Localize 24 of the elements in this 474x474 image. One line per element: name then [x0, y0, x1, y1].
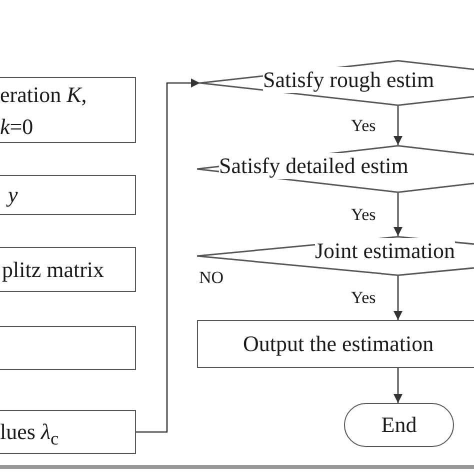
arrow [393, 193, 403, 236]
process-box [0, 410, 136, 454]
edge-label: Yes [351, 206, 376, 224]
node-text: Output the estimation [243, 330, 434, 358]
arrow [136, 78, 200, 433]
node-text: End [380, 411, 418, 439]
terminal-shape [344, 403, 454, 447]
node-text: plitz matrix [2, 256, 104, 284]
process-box [0, 175, 136, 215]
arrow [393, 368, 403, 403]
node-text: Satisfy rough estim [263, 67, 434, 93]
node-text: y [8, 181, 18, 209]
node-text: Satisfy detailed estim [219, 153, 408, 179]
arrow [393, 106, 403, 145]
process-box [0, 77, 136, 143]
decision-diamond [197, 145, 474, 193]
arrow [393, 276, 403, 320]
decision-diamond [200, 60, 474, 106]
process-box [0, 247, 136, 292]
node-text: lues λ$_{c}$ [0, 418, 59, 450]
node-text: eration K, k=0 [0, 81, 88, 141]
process-box [197, 320, 474, 368]
edge-label: Yes [351, 116, 376, 134]
process-box [0, 326, 136, 370]
